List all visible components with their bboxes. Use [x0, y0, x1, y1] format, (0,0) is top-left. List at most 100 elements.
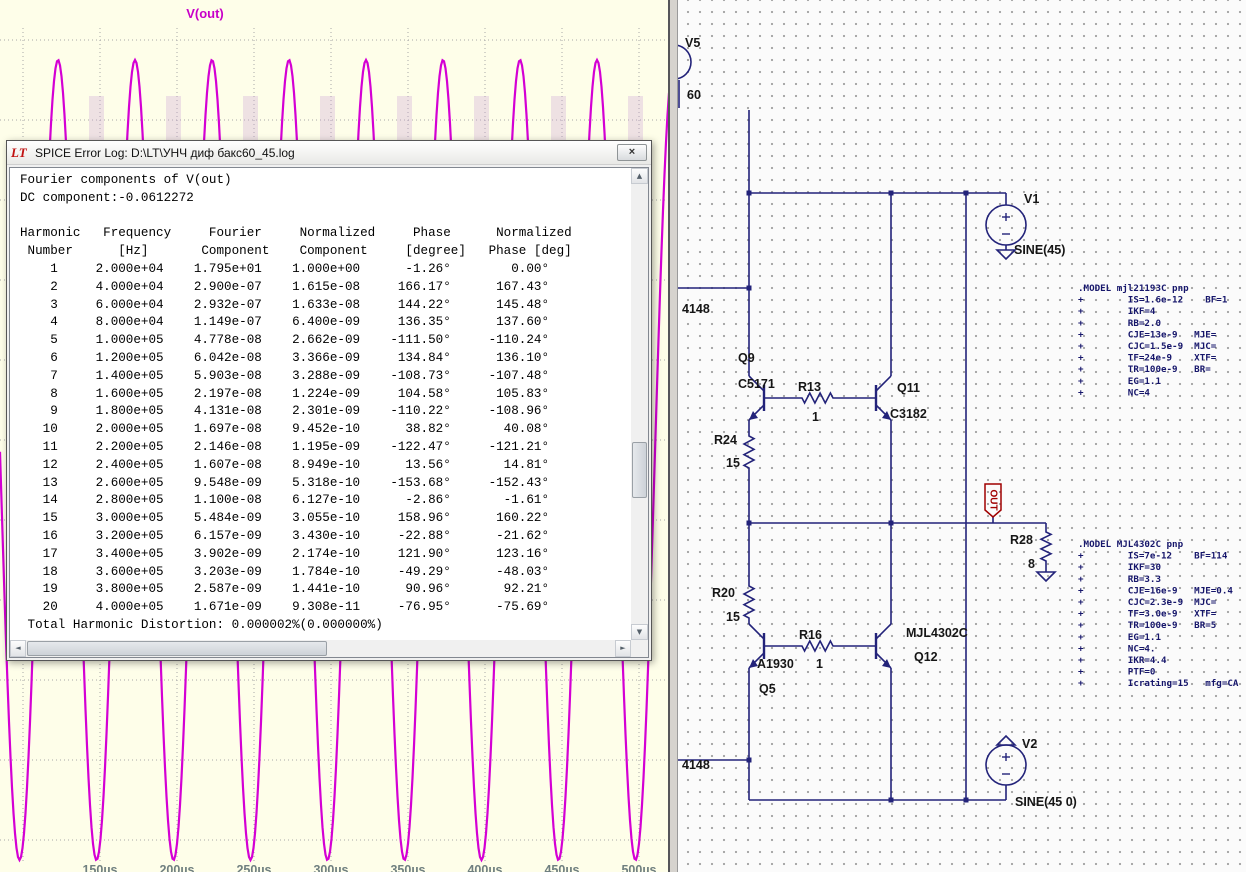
model-directive-line[interactable]: + CJC=2.3e-9 MJC= — [1078, 597, 1217, 608]
label-1[interactable]: 1 — [816, 657, 823, 671]
model-directive-line[interactable]: + RB=3.3 — [1078, 574, 1161, 585]
ground-symbol[interactable] — [1035, 571, 1057, 583]
transistor-Q11[interactable] — [875, 375, 892, 392]
label-8[interactable]: 8 — [1028, 557, 1035, 571]
resistor-R20[interactable] — [742, 580, 756, 624]
label-4148[interactable]: 4148 — [682, 302, 710, 316]
trace-ghost — [628, 96, 643, 140]
resistor-R24[interactable] — [742, 430, 756, 474]
spice-error-log-dialog: LT SPICE Error Log: D:\LT\УНЧ диф бакс60… — [6, 140, 652, 661]
label-C3182[interactable]: C3182 — [890, 407, 927, 421]
model-directive-line[interactable]: + EG=1.1 — [1078, 376, 1161, 387]
label-V1[interactable]: V1 — [1024, 192, 1039, 206]
x-tick-label: 250µs — [236, 863, 271, 872]
label-R24[interactable]: R24 — [714, 433, 737, 447]
label-4148[interactable]: 4148 — [682, 758, 710, 772]
transistor-Q5[interactable] — [748, 623, 765, 640]
emitter-arrow-icon — [749, 659, 758, 668]
pane-splitter[interactable] — [670, 0, 677, 872]
transistor-Q9[interactable] — [748, 375, 765, 392]
model-directive-line[interactable]: + IS=7e-12 BF=114 — [1078, 551, 1228, 562]
label-SINE450[interactable]: SINE(45 0) — [1015, 795, 1077, 809]
scroll-left-button[interactable]: ◄ — [10, 640, 26, 657]
model-directive-line[interactable]: + TF=24e-9 XTF= — [1078, 353, 1217, 364]
model-directive-line[interactable]: + IKF=4 — [1078, 306, 1156, 317]
label-Q11[interactable]: Q11 — [897, 381, 920, 395]
model-directive-line[interactable]: + RB=2.0 — [1078, 318, 1161, 329]
plot-trace-title[interactable]: V(out) — [186, 6, 224, 21]
model-directive-line[interactable]: + TF=3.0e-9 XTF= — [1078, 609, 1217, 620]
trace-ghost — [89, 96, 104, 140]
label-Q5[interactable]: Q5 — [759, 682, 776, 696]
model-directive-line[interactable]: + CJE=13e-9 MJE= — [1078, 329, 1217, 340]
junction-dot — [888, 797, 894, 803]
voltage-source-V1[interactable] — [985, 204, 1027, 246]
voltage-source-V2[interactable] — [985, 744, 1027, 786]
model-directive-line[interactable]: + PTF=0 — [1078, 667, 1155, 678]
junction-dot — [746, 190, 752, 196]
vertical-scrollbar[interactable]: ▲ ▼ — [631, 168, 648, 640]
fourier-log-text: Fourier components of V(out) DC componen… — [10, 168, 631, 640]
model-directive-line[interactable]: + NC=4 — [1078, 387, 1150, 398]
label-15[interactable]: 15 — [726, 456, 740, 470]
model-directive-line[interactable]: + EG=1.1 — [1078, 632, 1161, 643]
dialog-titlebar[interactable]: LT SPICE Error Log: D:\LT\УНЧ диф бакс60… — [7, 141, 651, 165]
label-A1930[interactable]: A1930 — [757, 657, 794, 671]
label-60[interactable]: 60 — [687, 88, 701, 102]
trace-ghost — [320, 96, 335, 140]
model-directive-line[interactable]: + IKF=30 — [1078, 562, 1161, 573]
trace-ghost — [166, 96, 181, 140]
resistor-R13[interactable] — [796, 391, 839, 405]
model-directive-line[interactable]: + TR=100e-9 BR=5 — [1078, 620, 1216, 631]
label-V5[interactable]: V5 — [685, 36, 700, 50]
resistor-R16[interactable] — [796, 639, 839, 653]
label-R20[interactable]: R20 — [712, 586, 735, 600]
label-SINE45[interactable]: SINE(45) — [1014, 243, 1065, 257]
label-R13[interactable]: R13 — [798, 380, 821, 394]
scroll-up-button[interactable]: ▲ — [631, 168, 648, 184]
label-MJL4302C[interactable]: MJL4302C — [906, 626, 968, 640]
ground-symbol[interactable] — [995, 734, 1017, 746]
close-button[interactable]: × — [617, 144, 647, 161]
transistor-Q12[interactable] — [875, 623, 892, 640]
scroll-right-button[interactable]: ► — [615, 640, 631, 657]
log-client-area: Fourier components of V(out) DC componen… — [9, 167, 649, 658]
label-1[interactable]: 1 — [812, 410, 819, 424]
scroll-down-button[interactable]: ▼ — [631, 624, 648, 640]
label-C5171[interactable]: C5171 — [738, 377, 775, 391]
ground-symbol[interactable] — [995, 249, 1017, 261]
trace-ghost — [243, 96, 258, 140]
dialog-title: SPICE Error Log: D:\LT\УНЧ диф бакс60_45… — [35, 145, 295, 160]
x-tick-label: 450µs — [544, 863, 579, 872]
voltage-source-V5[interactable] — [678, 44, 692, 80]
model-directive-line[interactable]: .MODEL MJL4302C pnp — [1078, 539, 1184, 550]
x-tick-label: 350µs — [390, 863, 425, 872]
model-directive-line[interactable]: + CJC=1.5e-9 MJC= — [1078, 341, 1217, 352]
resistor-R28[interactable] — [1039, 526, 1053, 567]
model-directive-line[interactable]: .MODEL mjl21193C pnp — [1078, 283, 1189, 294]
label-15[interactable]: 15 — [726, 610, 740, 624]
junction-dot — [746, 285, 752, 291]
model-directive-line[interactable]: + CJE=16e-9 MJE=0.4 — [1078, 585, 1233, 596]
model-directive-line[interactable]: + Icrating=15 mfg=CA — [1078, 678, 1239, 689]
label-Q9[interactable]: Q9 — [738, 351, 755, 365]
scrollbar-corner — [631, 640, 648, 657]
model-directive-line[interactable]: + TR=100e-9 BR= — [1078, 364, 1211, 375]
label-V2[interactable]: V2 — [1022, 737, 1037, 751]
out-port-label[interactable]: OUT — [987, 489, 998, 510]
horizontal-scrollbar[interactable]: ◄ ► — [10, 640, 631, 657]
label-R28[interactable]: R28 — [1010, 533, 1033, 547]
vertical-scroll-thumb[interactable] — [632, 442, 647, 498]
horizontal-scroll-thumb[interactable] — [27, 641, 327, 656]
junction-dot — [963, 797, 969, 803]
out-port[interactable] — [984, 483, 1002, 518]
junction-dot — [746, 520, 752, 526]
x-tick-label: 500µs — [621, 863, 656, 872]
model-directive-line[interactable]: + IS=1.6e-12 BF=1 — [1078, 295, 1228, 306]
label-R16[interactable]: R16 — [799, 628, 822, 642]
label-Q12[interactable]: Q12 — [914, 650, 938, 664]
model-directive-line[interactable]: + NC=4. — [1078, 643, 1155, 654]
model-directive-line[interactable]: + IKR=4.4 — [1078, 655, 1167, 666]
